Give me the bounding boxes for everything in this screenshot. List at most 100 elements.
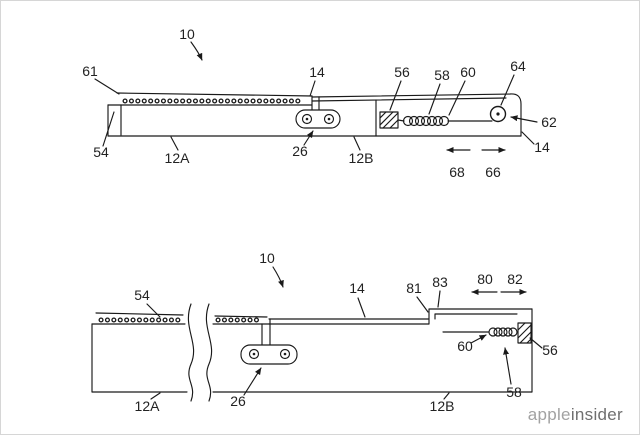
top-spring-coil (426, 115, 438, 127)
label-top-64: 64 (510, 58, 526, 74)
top-leader-60 (448, 80, 466, 116)
top-reference-numerals: 10 61 14 56 58 60 64 62 14 54 12A 26 12B… (82, 26, 557, 180)
bottom-spring-coil (503, 327, 513, 337)
top-leader-12B (353, 136, 361, 151)
label-top-54: 54 (93, 144, 109, 160)
top-leader-62 (510, 115, 538, 123)
watermark-apple-text: apple (527, 405, 571, 424)
label-top-66: 66 (485, 164, 501, 180)
bottom-device-body (91, 303, 533, 402)
label-top-10: 10 (179, 26, 195, 42)
label-top-58: 58 (434, 67, 450, 83)
label-top-56: 56 (394, 64, 410, 80)
top-hinge-pin-left (305, 117, 309, 121)
top-leader-10 (190, 41, 203, 61)
bottom-leader-81 (416, 296, 429, 313)
figure-bottom: 10 54 14 81 83 80 82 60 56 58 12A 26 12B (91, 250, 558, 414)
bottom-leader-12B (443, 392, 450, 400)
top-spring-coil (402, 115, 414, 127)
label-bottom-83: 83 (432, 274, 448, 290)
label-top-14-right: 14 (534, 139, 550, 155)
top-device-body (107, 92, 522, 137)
label-bottom-26: 26 (230, 393, 246, 409)
top-leader-26 (303, 130, 314, 146)
label-bottom-82: 82 (507, 271, 523, 287)
label-bottom-81: 81 (406, 280, 422, 296)
bottom-leader-14 (357, 297, 366, 318)
bottom-leader-58 (503, 347, 512, 385)
label-bottom-80: 80 (477, 271, 493, 287)
top-pulley-wheel (489, 105, 507, 123)
top-leader-58 (428, 83, 441, 115)
top-pulley (489, 105, 507, 123)
bottom-hinge-pin-left (252, 352, 256, 356)
label-bottom-14: 14 (349, 280, 365, 296)
bottom-leader-83 (437, 290, 441, 308)
top-right-cap (311, 93, 522, 137)
top-leader-56 (389, 80, 402, 111)
bottom-leader-12A (150, 392, 161, 400)
top-hinge-pivot-left (301, 113, 313, 125)
bottom-break-line-1 (187, 303, 195, 402)
top-spring (397, 115, 493, 127)
label-top-26: 26 (292, 143, 308, 159)
top-spring-coil (438, 115, 450, 127)
top-leader-14 (309, 80, 316, 97)
label-top-61: 61 (82, 63, 98, 79)
bottom-leader-10 (272, 266, 284, 288)
label-top-68: 68 (449, 164, 465, 180)
label-bottom-12A: 12A (135, 398, 161, 414)
top-leader-12A (170, 136, 179, 151)
top-spring-coil (420, 115, 432, 127)
label-bottom-56: 56 (542, 342, 558, 358)
label-bottom-10: 10 (259, 250, 275, 266)
top-leader-14-right (521, 131, 535, 145)
label-top-12A: 12A (165, 150, 191, 166)
bottom-spring-coil (493, 327, 503, 337)
bottom-leader-60 (470, 334, 487, 344)
bottom-display-flap (95, 312, 268, 318)
top-spring-coil (414, 115, 426, 127)
label-top-14: 14 (309, 64, 325, 80)
bottom-break-line-2 (205, 303, 213, 402)
label-bottom-54: 54 (134, 287, 150, 303)
bottom-spring-coil (498, 327, 508, 337)
top-spring-coil (408, 115, 420, 127)
top-leader-54 (102, 111, 115, 147)
top-pulley-axle (496, 112, 500, 116)
top-channel-inner-line (311, 97, 507, 102)
bottom-spring-coil (508, 327, 518, 337)
bottom-hinge-pivot-right (279, 348, 291, 360)
bottom-anchor-hatch (517, 322, 532, 344)
label-top-60: 60 (460, 64, 476, 80)
bottom-hinge-pivot-left (248, 348, 260, 360)
bottom-anchor-rect (517, 322, 532, 344)
label-bottom-60: 60 (457, 338, 473, 354)
watermark-insider-text: insider (570, 405, 623, 424)
watermark-appleinsider: appleinsider (528, 405, 623, 425)
bottom-leader-lines (146, 266, 543, 400)
bottom-leader-54 (146, 303, 161, 318)
top-display-flap (116, 92, 313, 97)
label-bottom-12B: 12B (430, 398, 455, 414)
top-leader-61 (94, 78, 120, 95)
top-leader-lines (94, 41, 538, 153)
bottom-step-bracket-outer (428, 308, 533, 325)
top-hinge-pivot-right (323, 113, 335, 125)
bottom-spring-coil (488, 327, 498, 337)
bottom-reference-numerals: 10 54 14 81 83 80 82 60 56 58 12A 26 12B (134, 250, 558, 414)
label-bottom-58: 58 (506, 384, 522, 400)
bottom-hinge-pin-right (283, 352, 287, 356)
top-hinge-pin-right (327, 117, 331, 121)
bottom-leader-26 (243, 367, 262, 396)
top-anchor-rect (379, 111, 399, 129)
bottom-leader-56 (529, 337, 543, 349)
top-hinge-link (295, 109, 341, 129)
top-anchor-block (379, 111, 399, 129)
figure-top: 10 61 14 56 58 60 64 62 14 54 12A 26 12B… (82, 26, 557, 180)
bottom-step-bracket-inner (434, 313, 518, 320)
bottom-hinge-link (240, 344, 298, 365)
label-top-62: 62 (541, 114, 557, 130)
